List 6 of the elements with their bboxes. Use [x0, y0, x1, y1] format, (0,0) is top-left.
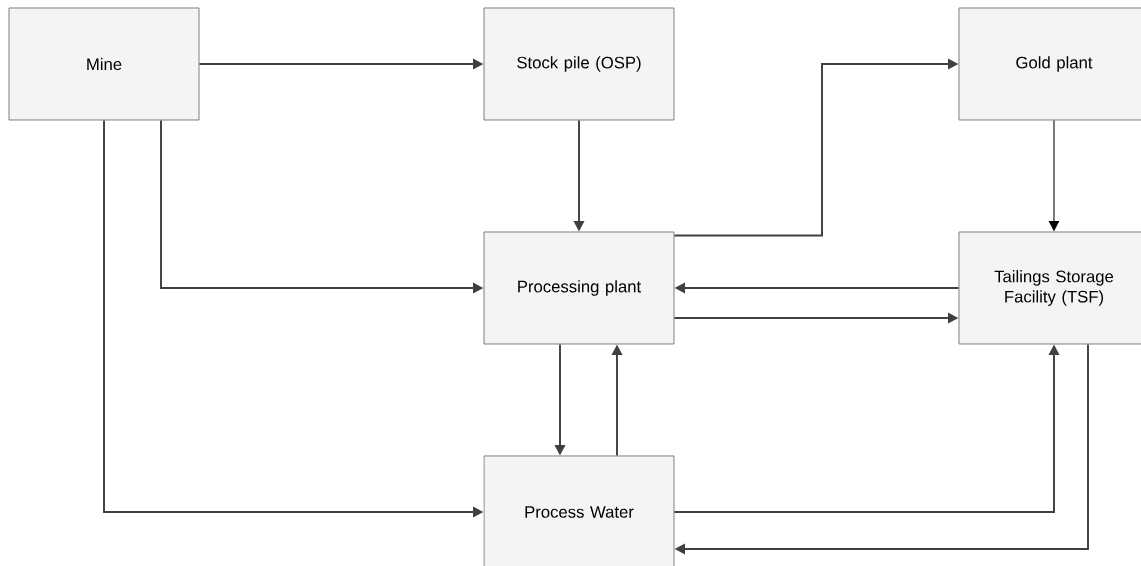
process-box: Mine [8, 7, 200, 121]
process-box: Gold plant [958, 7, 1141, 121]
process-box: Process Water [483, 455, 675, 566]
process-box: Tailings Storage Facility (TSF) [958, 231, 1141, 345]
process-box: Stock pile (OSP) [483, 7, 675, 121]
process-box: Processing plant [483, 231, 675, 345]
